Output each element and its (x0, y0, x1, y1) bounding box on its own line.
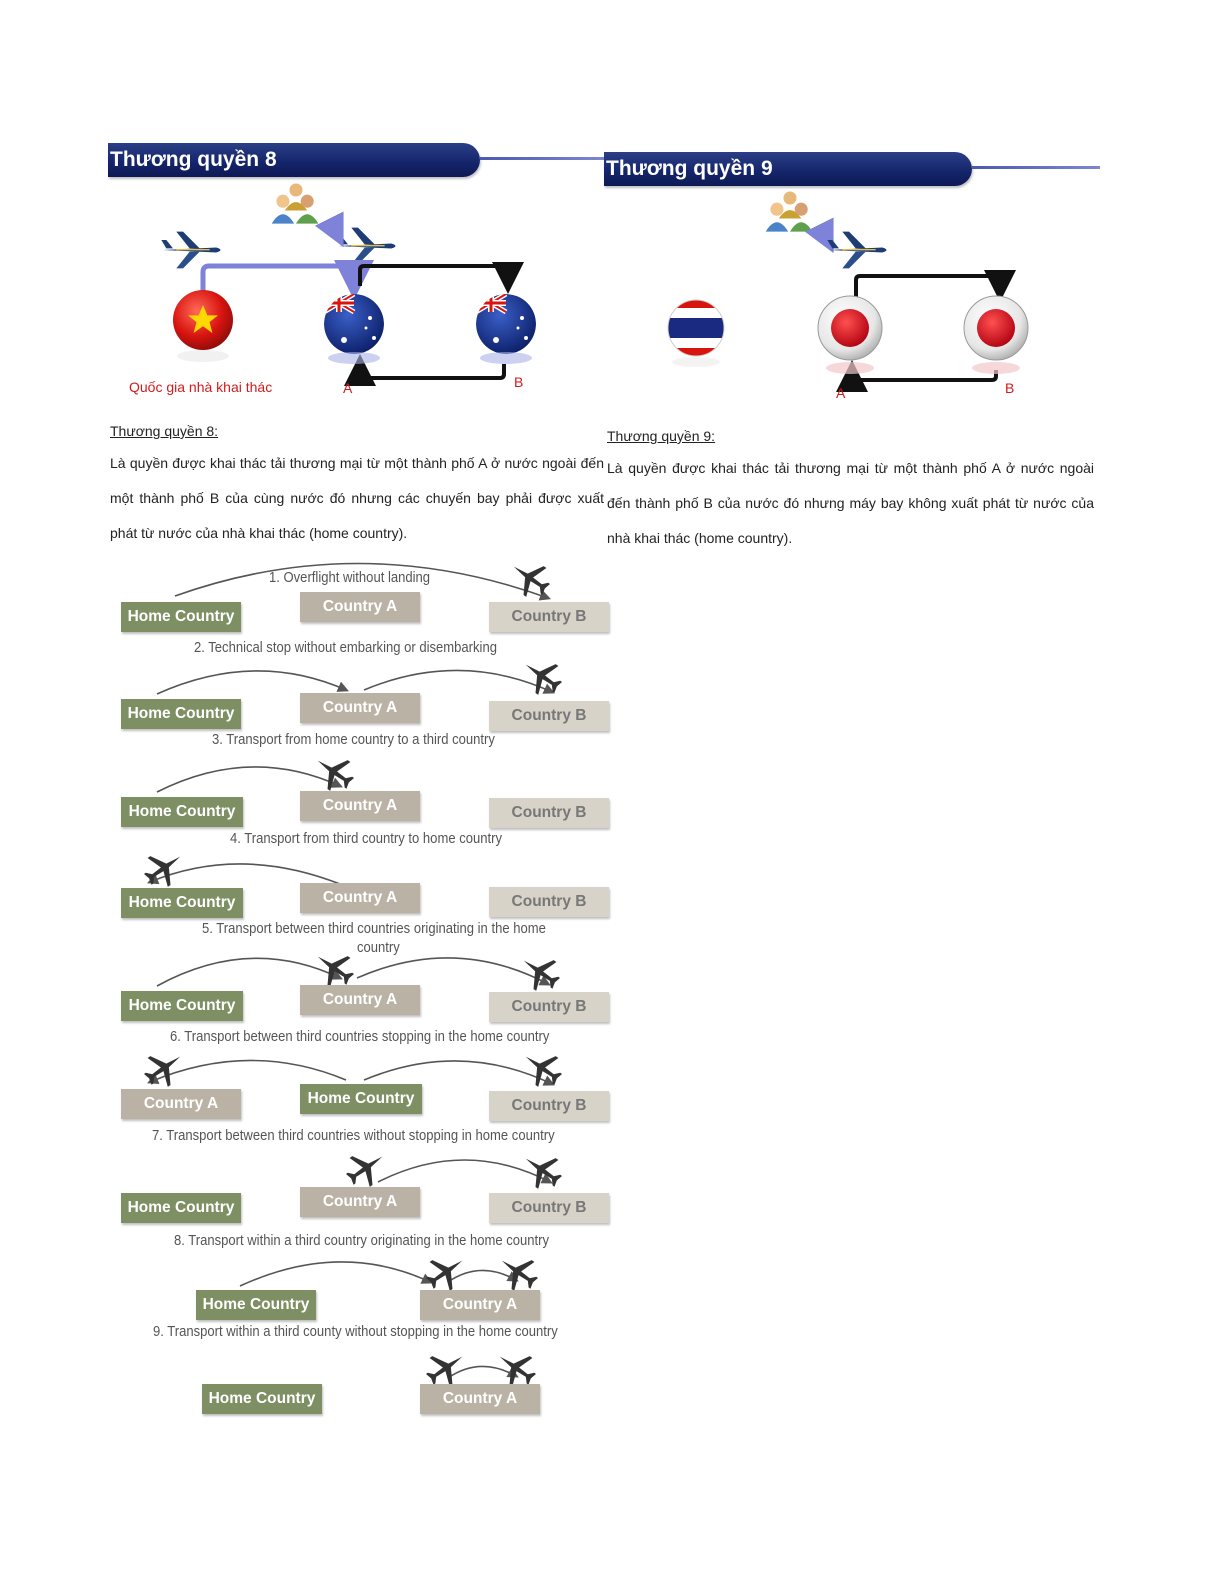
country-b-box: Country B (489, 602, 609, 632)
australia-flag-icon (324, 294, 384, 364)
point-a-label: A (343, 380, 353, 396)
route-line (358, 262, 524, 294)
route-line (854, 270, 1016, 302)
thailand-flag-icon (667, 299, 725, 367)
point-a-label: A (836, 385, 846, 401)
right-banner-title: Thương quyền 9 (606, 157, 773, 180)
japan-flag-icon (817, 295, 883, 374)
country-a-box: Country A (300, 791, 420, 821)
jet-icon (515, 1042, 569, 1094)
route-line (836, 360, 998, 392)
left-heading: Thương quyền 8: (110, 423, 219, 439)
home-country-box: Home Country (121, 1193, 241, 1223)
country-a-box: Country A (420, 1290, 540, 1320)
right-illustration (667, 191, 1029, 392)
right-paragraph: Là quyền được khai thác tải thương mại t… (607, 460, 1094, 546)
country-a-box: Country A (300, 592, 420, 622)
left-banner: Thương quyền 8 (108, 143, 480, 177)
point-b-label: B (1005, 380, 1015, 396)
down-arrow-icon (314, 211, 344, 248)
freedom-5-title-cont: country (357, 940, 400, 956)
freedom-7-title: 7. Transport between third countries wit… (152, 1128, 555, 1144)
freedom-3-title: 3. Transport from home country to a thir… (212, 732, 495, 748)
country-b-box: Country B (489, 798, 609, 828)
country-b-box: Country B (489, 992, 609, 1022)
country-a-box: Country A (121, 1089, 241, 1119)
country-b-box: Country B (489, 1091, 609, 1121)
freedom-9-title: 9. Transport within a third county witho… (153, 1324, 558, 1340)
freedom-2-title: 2. Technical stop without embarking or d… (194, 640, 497, 656)
home-country-box: Home Country (196, 1290, 316, 1320)
home-country-box: Home Country (202, 1384, 322, 1414)
japan-flag-icon (963, 295, 1029, 374)
country-a-box: Country A (420, 1384, 540, 1414)
country-a-box: Country A (300, 883, 420, 913)
freedom-8-title: 8. Transport within a third country orig… (174, 1233, 550, 1249)
jet-icon (137, 1042, 191, 1094)
down-arrow-icon (804, 217, 834, 254)
country-b-box: Country B (489, 1193, 609, 1223)
right-banner-line (972, 166, 1100, 169)
left-illustration (161, 183, 536, 386)
right-banner: Thương quyền 9 (604, 152, 972, 186)
home-country-box: Home Country (121, 888, 243, 918)
country-b-box: Country B (489, 701, 609, 731)
country-a-box: Country A (300, 693, 420, 723)
home-country-box: Home Country (121, 991, 243, 1021)
jet-icon (503, 552, 557, 604)
home-country-label: Quốc gia nhà khai thác (129, 379, 273, 395)
vietnam-flag-icon (173, 290, 233, 362)
left-paragraph: Là quyền được khai thác tải thương mại t… (110, 455, 604, 541)
freedom-4-title: 4. Transport from third country to home … (230, 831, 502, 847)
freedom-5-title: 5. Transport between third countries ori… (202, 921, 546, 937)
right-heading: Thương quyền 9: (607, 428, 716, 444)
home-country-box: Home Country (300, 1084, 422, 1114)
freedom-1-title: 1. Overflight without landing (269, 570, 431, 586)
home-country-box: Home Country (121, 699, 241, 729)
route-line (200, 260, 374, 300)
point-b-label: B (514, 374, 524, 390)
jet-icon (137, 842, 191, 894)
country-a-box: Country A (300, 1187, 420, 1217)
route-line (344, 354, 506, 386)
freedom-6-title: 6. Transport between third countries sto… (170, 1029, 550, 1045)
country-b-box: Country B (489, 887, 609, 917)
home-country-box: Home Country (121, 602, 241, 632)
country-a-box: Country A (300, 985, 420, 1015)
left-banner-title: Thương quyền 8 (110, 148, 277, 171)
left-banner-line (480, 157, 604, 160)
home-country-box: Home Country (121, 797, 243, 827)
jet-icon (515, 650, 569, 702)
